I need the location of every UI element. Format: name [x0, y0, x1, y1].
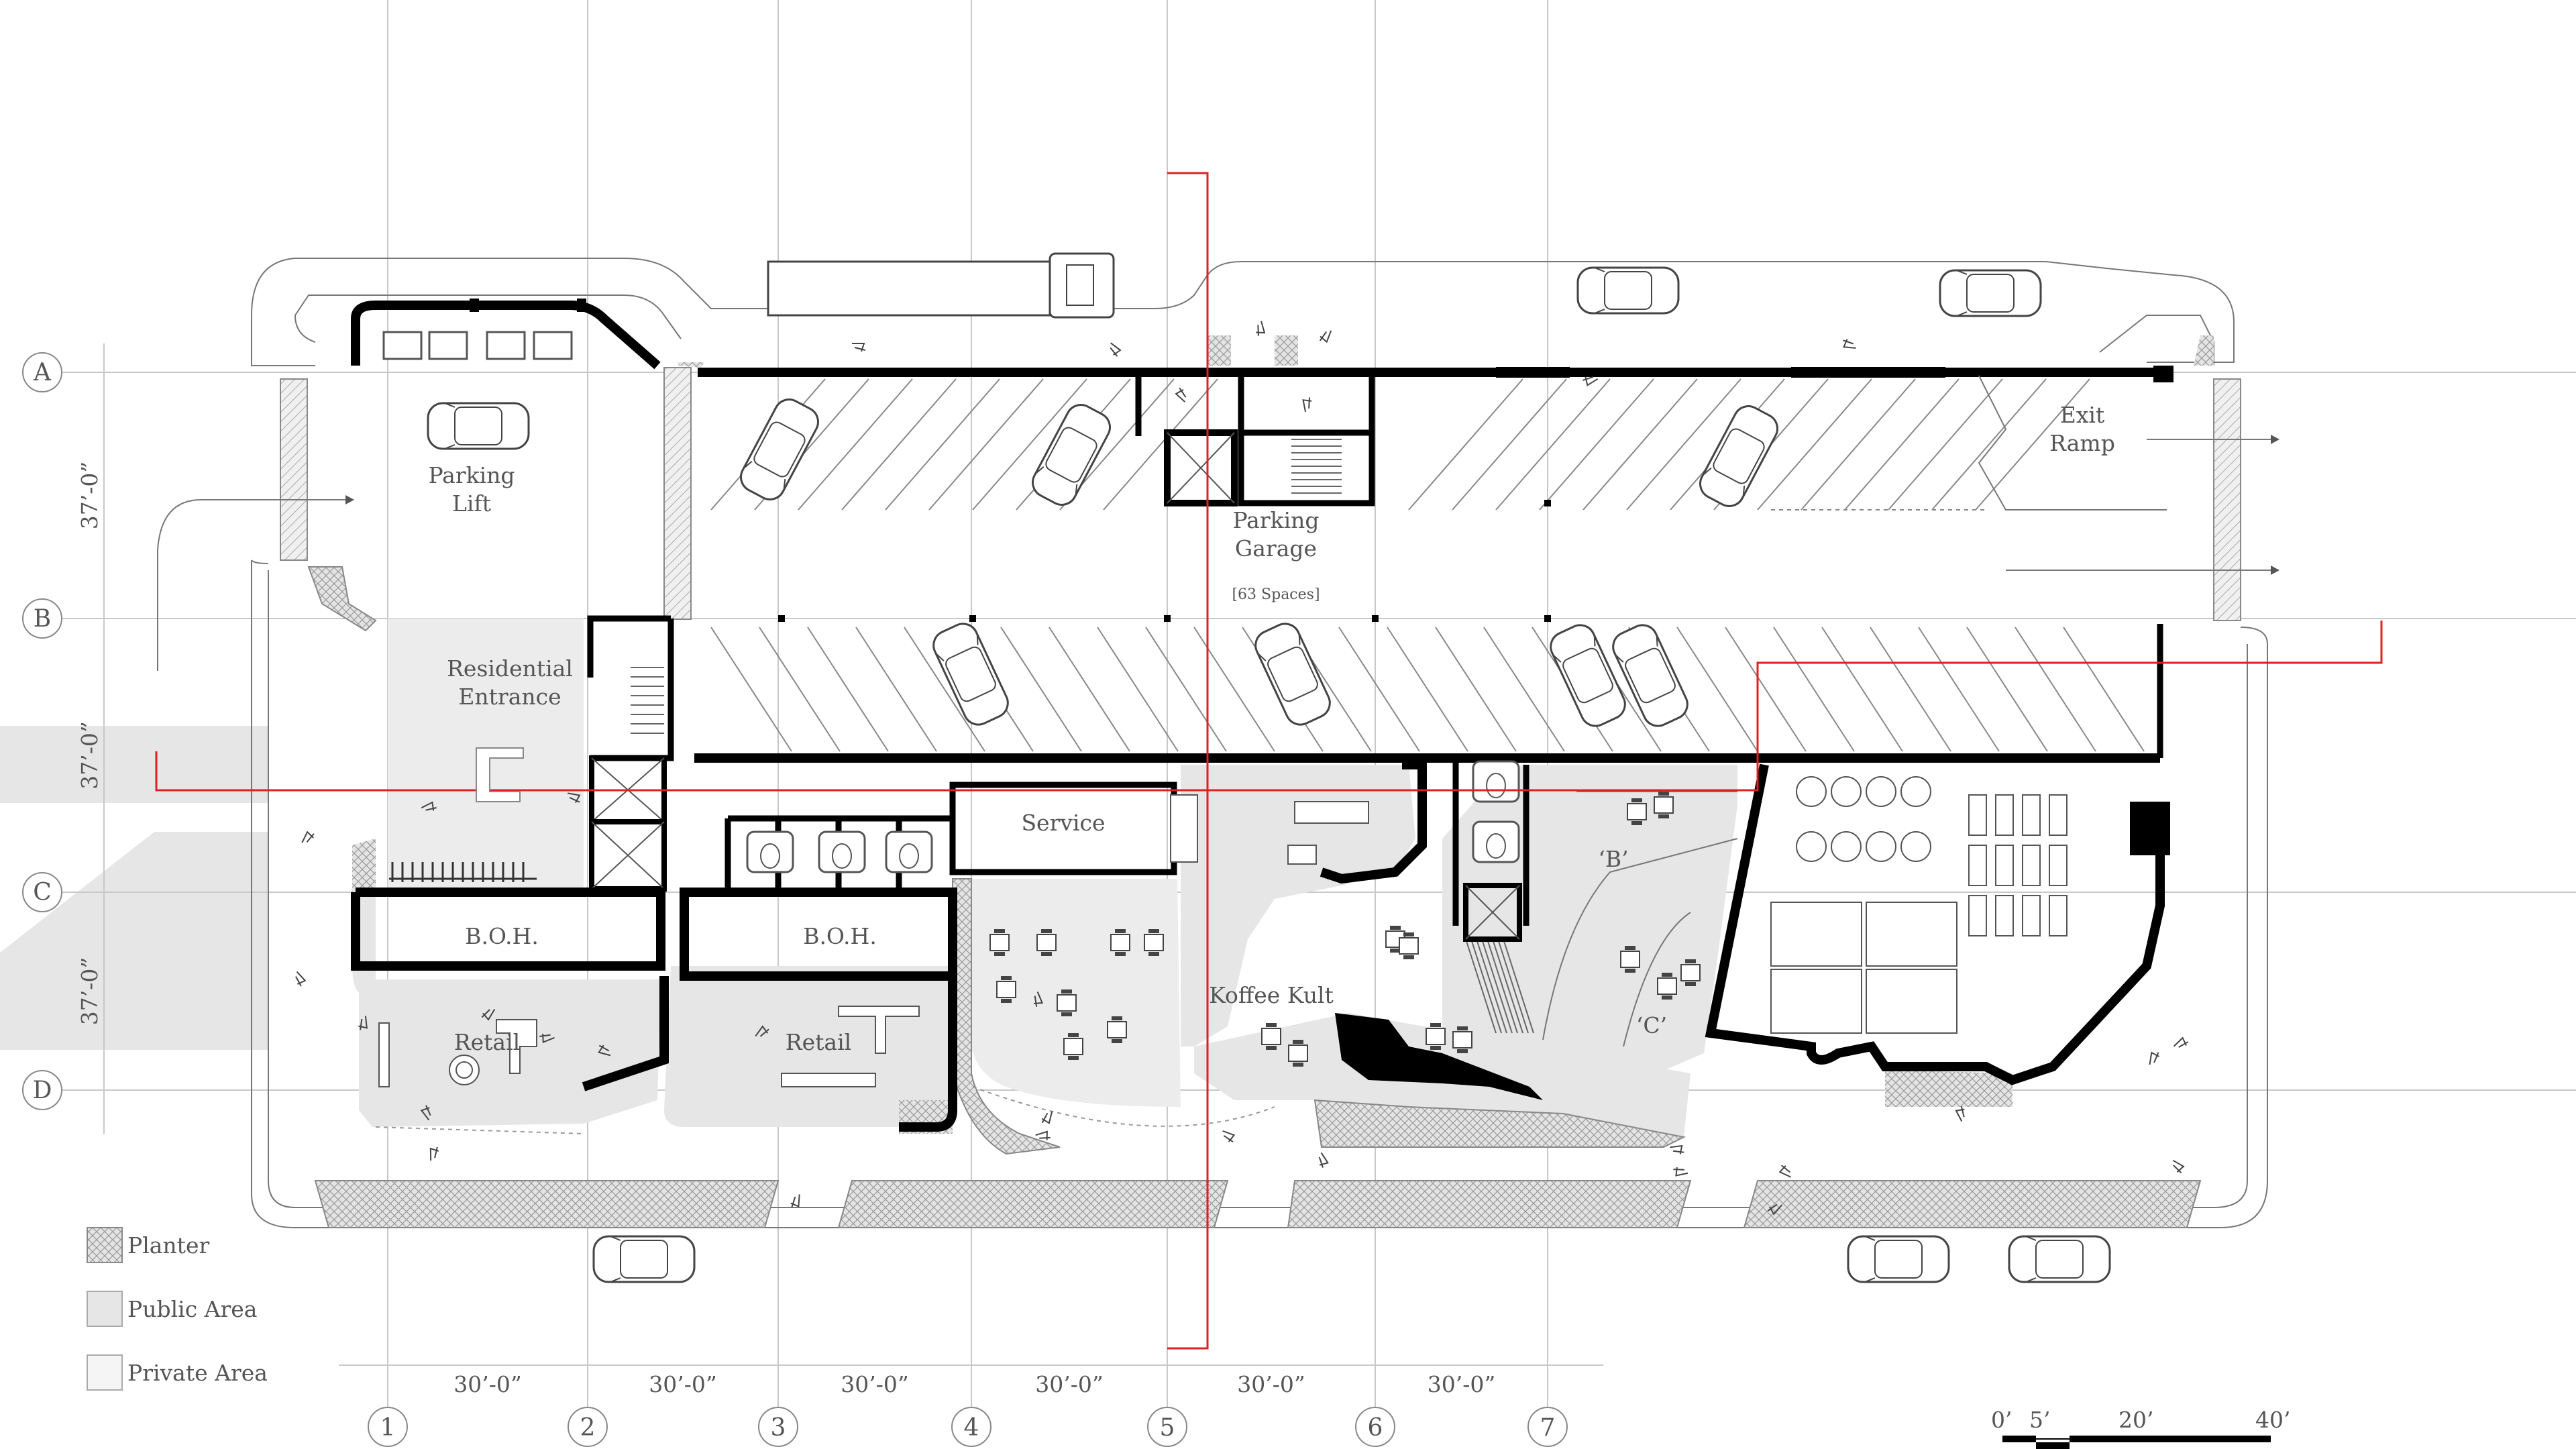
legend-swatch-public: [87, 1291, 123, 1327]
scale-bar: 0’ 5’ 20’ 40’: [1991, 1407, 2290, 1449]
grid-bubble-col-6: 6: [1355, 1385, 1395, 1447]
traffic-arrows: [157, 435, 2279, 671]
dim-row-3: 37’-0”: [76, 957, 103, 1026]
legend: Planter Public Area Private Area: [87, 1227, 268, 1391]
car-icon: [932, 623, 1009, 726]
scale-tick-0: 0’: [1991, 1407, 2012, 1433]
label-garage-spaces: [63 Spaces]: [1232, 586, 1320, 603]
dim-col-5: 30’-0”: [1237, 1371, 1305, 1397]
truck: [767, 252, 1115, 319]
dim-col-4: 30’-0”: [1035, 1371, 1104, 1397]
scale-tick-5: 5’: [2029, 1407, 2051, 1433]
parking-stalls: [710, 378, 2145, 752]
car-icon: [1576, 266, 1680, 315]
car-icon: [740, 398, 819, 500]
legend-label-planter: Planter: [127, 1232, 209, 1258]
cars: [427, 252, 2111, 1283]
svg-text:6: 6: [1368, 1414, 1383, 1442]
grid-bubble-col-3: 3: [758, 1385, 798, 1447]
car-icon: [1032, 404, 1111, 506]
grid-bubble-col-5: 5: [1147, 1385, 1187, 1447]
legend-swatch-planter: [87, 1227, 123, 1263]
car-icon: [2008, 1235, 2111, 1283]
grid-bubble-col-1: 1: [368, 1385, 408, 1447]
label-koffee-kult: Koffee Kult: [1209, 982, 1334, 1008]
svg-text:C: C: [33, 879, 52, 906]
grid-bubble-row-D: D: [22, 1070, 62, 1110]
car-icon: [592, 1235, 696, 1283]
car-icon: [1612, 624, 1688, 727]
furniture: [295, 321, 2189, 1216]
dim-row-2: 37’-0”: [76, 721, 103, 790]
background-graphic: [0, 726, 268, 1050]
label-boh-2: B.O.H.: [803, 923, 877, 949]
grid-bubble-col-7: 7: [1527, 1385, 1568, 1447]
car-icon: [427, 402, 530, 450]
grid-bubble-row-A: A: [22, 352, 62, 392]
label-boh-1: B.O.H.: [465, 923, 539, 949]
walls: [351, 299, 2174, 1134]
car-icon: [1939, 269, 2042, 317]
dim-col-2: 30’-0”: [649, 1371, 717, 1397]
grid-bubble-row-B: B: [22, 598, 62, 639]
label-zone-c: ‘C’: [1636, 1012, 1667, 1038]
label-service: Service: [1021, 810, 1105, 836]
svg-text:2: 2: [580, 1414, 596, 1442]
grid-bubbles: 1 2 3 4 5 6 7 A B C D 30’-0” 30’-0” 30’-0” 30’-0” 30’…: [22, 352, 1568, 1447]
svg-text:5: 5: [1160, 1414, 1175, 1442]
label-retail-1: Retail: [454, 1029, 520, 1055]
grid-bubble-col-2: 2: [568, 1385, 608, 1447]
svg-text:1: 1: [380, 1414, 396, 1442]
label-retail-2: Retail: [786, 1029, 851, 1055]
dim-col-6: 30’-0”: [1428, 1371, 1496, 1397]
legend-swatch-private: [87, 1354, 123, 1391]
legend-label-public: Public Area: [127, 1296, 257, 1322]
car-icon: [1254, 623, 1331, 726]
dim-col-3: 30’-0”: [841, 1371, 909, 1397]
grid-bubble-col-4: 4: [951, 1385, 991, 1447]
label-zone-b: ‘B’: [1598, 846, 1628, 872]
svg-text:4: 4: [964, 1414, 979, 1442]
scale-tick-20: 20’: [2118, 1407, 2153, 1433]
svg-text:3: 3: [771, 1414, 786, 1442]
svg-text:7: 7: [1540, 1414, 1556, 1442]
dim-col-1: 30’-0”: [453, 1371, 522, 1397]
dim-row-1: 37’-0”: [76, 462, 103, 530]
car-icon: [1550, 624, 1626, 727]
scale-tick-40: 40’: [2255, 1407, 2290, 1433]
svg-text:B: B: [34, 605, 51, 633]
car-icon: [1847, 1235, 1950, 1283]
section-cut: [155, 172, 2383, 1350]
svg-text:D: D: [33, 1077, 52, 1104]
planters: [280, 335, 2241, 1228]
svg-text:A: A: [33, 359, 52, 386]
grid-bubble-row-C: C: [22, 872, 62, 912]
legend-label-private: Private Area: [127, 1360, 268, 1386]
car-icon: [1699, 405, 1778, 507]
